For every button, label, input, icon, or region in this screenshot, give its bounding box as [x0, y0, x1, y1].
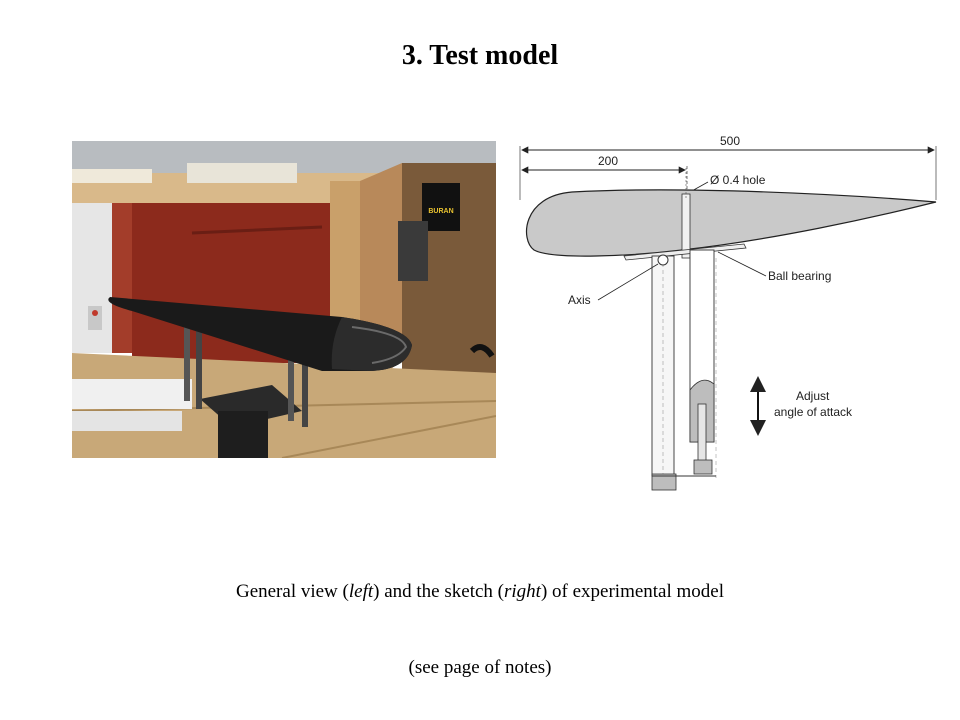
wing-tip-highlight [351, 326, 408, 364]
poster-text: BURAN [428, 208, 453, 215]
poster [422, 183, 460, 231]
wall-pipe [191, 225, 323, 235]
figure-caption: General view (left) and the sketch (righ… [0, 581, 960, 603]
adjust-screw [697, 403, 707, 465]
base-nut [693, 459, 713, 475]
airfoil-section [526, 189, 937, 257]
caption-part1: General view ( [235, 581, 349, 602]
slide-title: 3. Test model [401, 40, 559, 71]
floor-light-box-lower [72, 411, 182, 431]
ball-bearing-leader [717, 251, 767, 277]
electrical-box [88, 306, 102, 330]
red-button [92, 310, 98, 316]
floor-seam-diagonal [281, 415, 496, 458]
dim-500-label: 500 [720, 134, 740, 148]
caption-left: left [348, 581, 374, 602]
axis-label: Axis [568, 293, 591, 307]
model-sketch: 500 200 Ø 0.4 hole Ball bearing Axis [512, 128, 952, 498]
ceiling-light [187, 163, 297, 183]
axis-joint [657, 254, 669, 266]
wind-tunnel-photo: BURAN [72, 141, 496, 458]
door-latch-box [398, 221, 428, 281]
adjust-label-line1: Adjust [796, 389, 830, 403]
hole-label: Ø 0.4 hole [710, 173, 766, 187]
adjust-label-line2: angle of attack [774, 405, 853, 419]
notes-reference: (see page of notes) [408, 657, 552, 678]
dim-200-label: 200 [598, 154, 618, 168]
ball-bearing-label: Ball bearing [768, 269, 831, 283]
ceiling-light-left [72, 169, 152, 183]
main-column [651, 255, 675, 477]
left-brick [112, 203, 132, 353]
axis-leader [597, 263, 659, 301]
caption-part2: ) and the sketch ( [373, 581, 504, 602]
floor-hose [469, 344, 495, 358]
stand-rod-2 [196, 329, 202, 409]
left-wall [72, 203, 112, 353]
wind-tunnel-photo-drawing: BURAN [72, 141, 496, 458]
stand-rod-3 [288, 341, 294, 421]
stand-rod-4 [302, 347, 308, 427]
caption-part3: ) of experimental model [540, 581, 725, 602]
caption-right: right [503, 581, 541, 602]
stand-rod-1 [184, 321, 190, 401]
base-block-left [651, 473, 677, 491]
stand-post [218, 411, 268, 458]
floor-light-box [72, 379, 192, 409]
pin [681, 193, 691, 259]
model-sketch-drawing: 500 200 Ø 0.4 hole Ball bearing Axis [519, 134, 937, 491]
